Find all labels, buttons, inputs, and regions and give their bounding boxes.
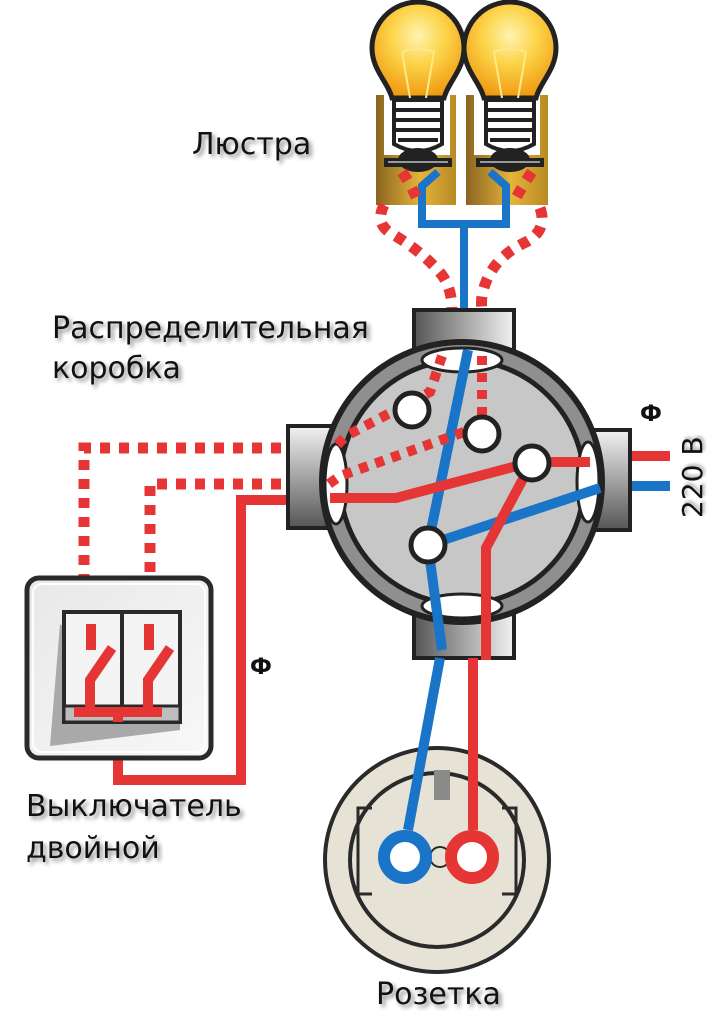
switch-phase-symbol: Ф (250, 655, 272, 680)
socket-neutral-terminal (378, 830, 432, 884)
junction-box (286, 308, 632, 660)
socket (323, 657, 551, 974)
socket-phase-terminal (445, 830, 499, 884)
box-wire-phase-socket (481, 459, 537, 660)
switch-label-line2: двойной (26, 831, 160, 866)
chandelier-label: Люстра (192, 127, 312, 162)
junction-box-label-line1: Распределительная (52, 311, 369, 346)
supply-phase-symbol: Ф (640, 402, 662, 427)
box-wire-lamp1 (330, 354, 447, 452)
switch-return-wire-2 (144, 478, 300, 585)
terminal-3 (512, 443, 552, 483)
bulb-right-icon (461, 0, 559, 172)
bulb-left-icon (369, 0, 467, 172)
box-wire-phase-main (330, 457, 590, 503)
chandelier-phase-wire-left (375, 168, 458, 311)
ground-contact (434, 770, 450, 800)
chandelier-phase-wire-right (476, 168, 548, 311)
terminal-1 (392, 390, 432, 430)
terminal-4 (408, 525, 448, 565)
chandelier (369, 0, 559, 311)
junction-box-label-line2: коробка (52, 351, 181, 386)
switch-return-wire-1 (78, 442, 300, 585)
box-wire-lamp2 (323, 356, 487, 491)
socket-label: Розетка (376, 977, 501, 1012)
chandelier-neutral-wire (418, 168, 510, 310)
supply-voltage-label: 220 В (676, 436, 709, 518)
double-switch (24, 575, 214, 761)
terminal-2 (462, 414, 502, 454)
switch-label-line1: Выключатель (26, 789, 242, 824)
box-wire-neutral-supply (426, 483, 602, 550)
socket-neutral-wire (403, 657, 445, 831)
